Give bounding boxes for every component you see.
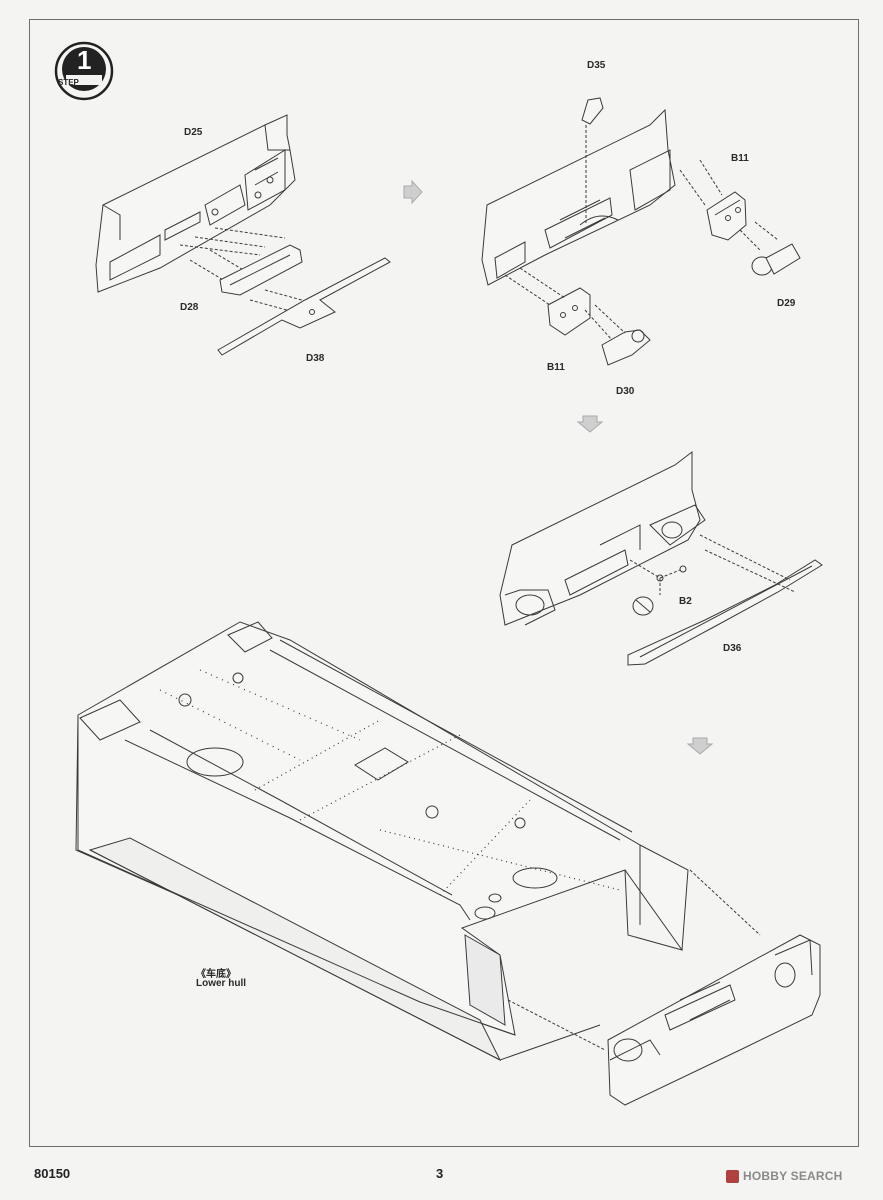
rear-plate-d25-drawing: [95, 114, 296, 293]
part-d28-drawing: [219, 244, 303, 296]
kit-number: 80150: [34, 1166, 71, 1181]
label-lower-hull-en: Lower hull: [196, 978, 246, 989]
rear-plate-assembled-drawing: [607, 934, 821, 1106]
label-d25: D25: [184, 127, 203, 138]
part-b11-upper-drawing: [679, 159, 747, 241]
label-d38: D38: [306, 353, 325, 364]
down-arrow-icon-2: [686, 737, 714, 755]
watermark: HOBBY SEARCH: [726, 1169, 843, 1183]
label-d29: D29: [777, 298, 796, 309]
hobby-search-logo-icon: [726, 1169, 739, 1183]
part-b11-lower-drawing: [504, 267, 591, 336]
rear-plate-assembly-2-drawing: [481, 108, 676, 286]
part-b2-drawing: [629, 559, 687, 616]
part-d29-drawing: [739, 221, 801, 276]
step-number: 1: [77, 45, 92, 75]
step-badge-icon: [54, 41, 114, 101]
label-b11-upper: B11: [731, 153, 749, 164]
label-d28: D28: [180, 302, 199, 313]
lower-hull-drawing: [75, 621, 761, 1062]
rear-plate-assembly-3-drawing: [499, 450, 706, 626]
page-frame: [29, 19, 859, 1147]
page-number: 3: [436, 1166, 444, 1181]
label-d30: D30: [616, 386, 635, 397]
part-d38-drawing: [217, 257, 391, 356]
label-b11-lower: B11: [547, 362, 565, 373]
label-d36: D36: [723, 643, 742, 654]
label-b2: B2: [679, 596, 692, 607]
right-arrow-icon: [403, 179, 423, 205]
step-word: STEP: [58, 78, 79, 87]
watermark-text: HOBBY SEARCH: [743, 1169, 843, 1183]
down-arrow-icon: [576, 415, 604, 433]
label-lower-hull-zh: 《车底》: [196, 969, 236, 980]
label-d35: D35: [587, 60, 606, 71]
part-d36-drawing: [627, 534, 823, 666]
part-d35-drawing: [581, 97, 604, 225]
part-d30-drawing: [584, 304, 651, 366]
